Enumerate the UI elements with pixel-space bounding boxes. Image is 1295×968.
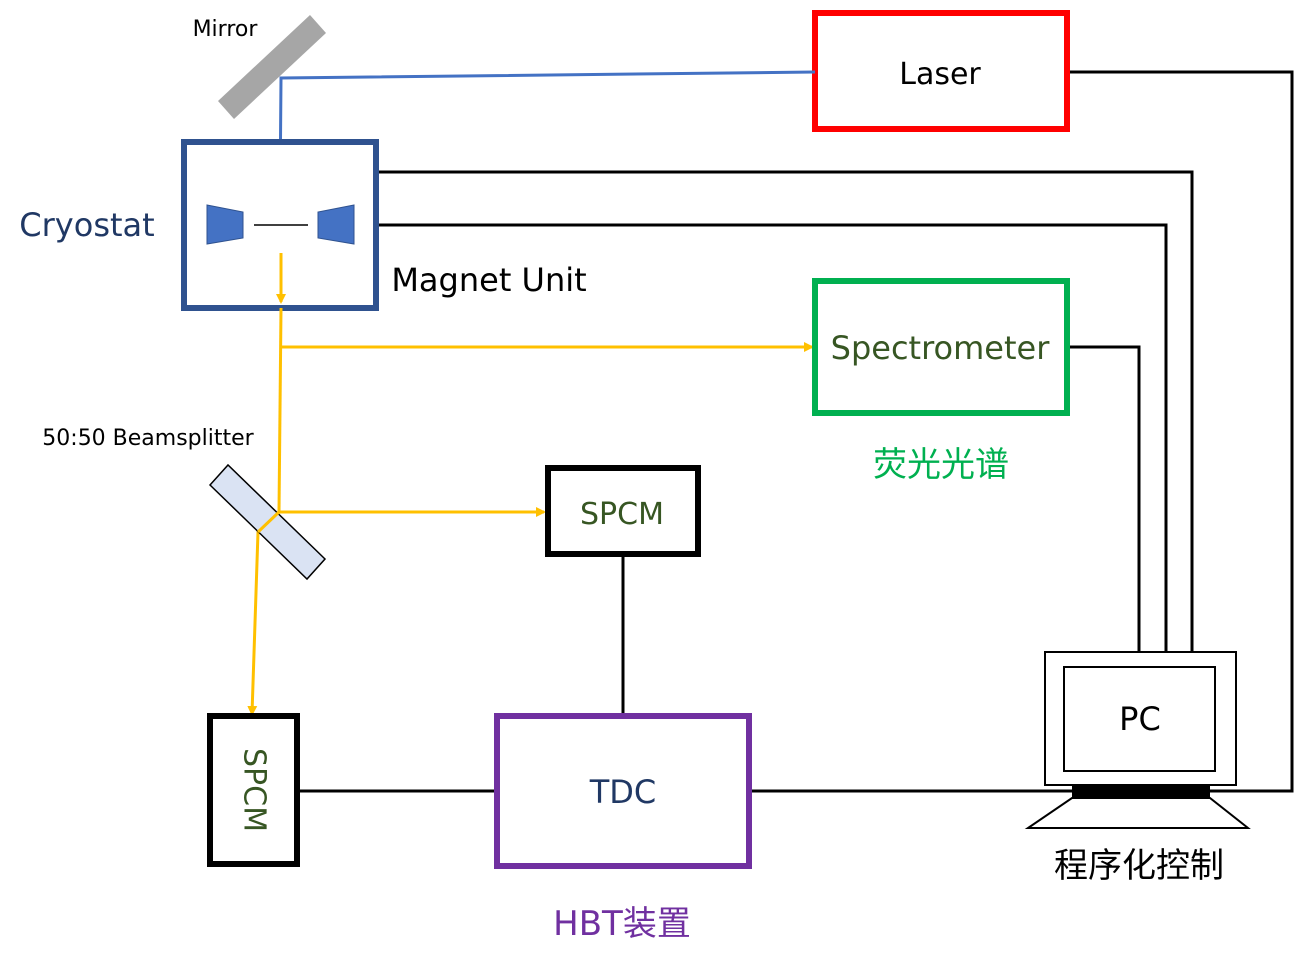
laser-box <box>812 10 1070 132</box>
spcm-top-label: SPCM <box>580 497 664 532</box>
tdc: TDC HBT装置 <box>494 713 752 944</box>
signal-beams <box>247 253 814 716</box>
pc-label: PC <box>1119 700 1161 738</box>
pc-caption: 程序化控制 <box>1054 846 1224 886</box>
mirror-shape <box>218 15 326 119</box>
pc-screen <box>1063 666 1216 772</box>
spectrometer-box <box>812 278 1070 416</box>
pc-stand <box>1072 785 1210 798</box>
spcm-left: SPCM <box>207 713 300 867</box>
pc-keyboard <box>1024 797 1251 829</box>
magnet-unit-label: Magnet Unit <box>391 261 586 299</box>
pc: PC 程序化控制 <box>1024 651 1251 886</box>
wire-spectrometer-pc <box>1068 345 1141 652</box>
spcm-left-box <box>207 713 300 867</box>
wire-cryostat-pc-2 <box>372 223 1168 652</box>
spcm-top-box <box>545 465 701 557</box>
spcm-top: SPCM <box>545 465 701 557</box>
tdc-label: TDC <box>589 773 657 811</box>
tdc-box <box>494 713 752 869</box>
spcm-left-label: SPCM <box>237 748 272 832</box>
objective-right-icon <box>317 204 355 245</box>
beamsplitter: 50:50 Beamsplitter <box>42 426 327 581</box>
wire-cryostat-pc-1 <box>372 170 1194 652</box>
hbt-caption: HBT装置 <box>553 904 691 944</box>
control-wires <box>298 70 1294 793</box>
beamsplitter-reflection <box>256 510 281 534</box>
mirror-label: Mirror <box>193 17 259 42</box>
spectrometer: Spectrometer 荧光光谱 <box>812 278 1070 485</box>
beamsplitter-label: 50:50 Beamsplitter <box>42 426 254 451</box>
cryostat-label: Cryostat <box>19 206 154 244</box>
spectrometer-label: Spectrometer <box>831 329 1051 367</box>
mirror: Mirror <box>193 15 326 119</box>
spectrometer-caption: 荧光光谱 <box>873 445 1009 485</box>
wire-laser-pc <box>1068 70 1294 793</box>
laser-label: Laser <box>899 57 981 92</box>
objective-left-icon <box>206 204 244 245</box>
signal-beam-vertical <box>277 307 283 513</box>
laser: Laser <box>812 10 1070 132</box>
